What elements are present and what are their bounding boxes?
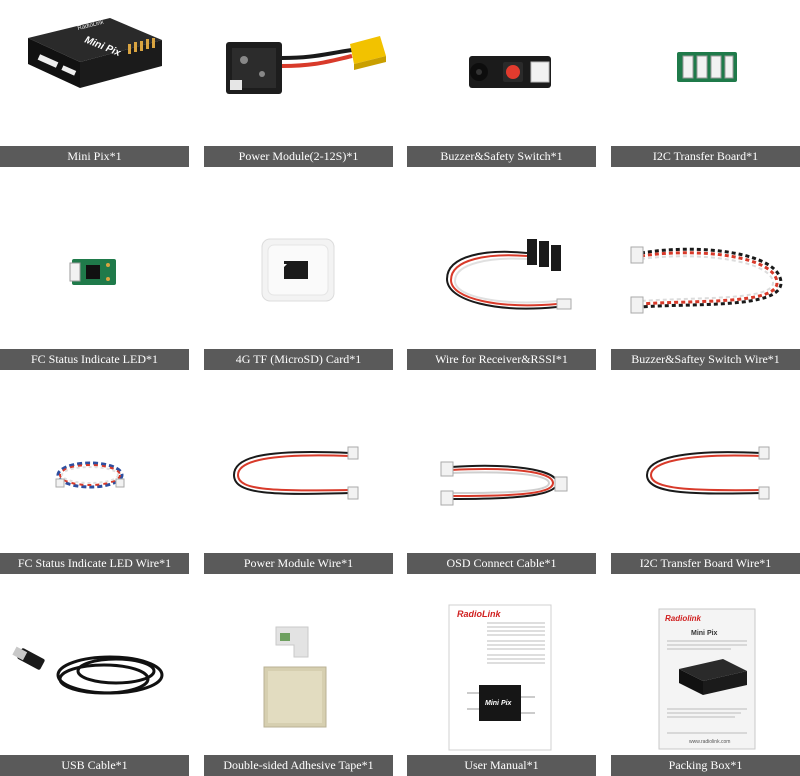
box-brand-text: Radiolink: [665, 614, 702, 623]
item-label: USB Cable*1: [0, 755, 189, 776]
user-manual-photo: RadioLink Mini Pix: [407, 601, 596, 754]
i2c-transfer-board-wire-photo: [611, 407, 800, 552]
adhesive-tape-image: [263, 626, 327, 728]
item-label: I2C Transfer Board Wire*1: [611, 553, 800, 574]
fc-status-led-photo: [0, 203, 189, 348]
i2c-transfer-board-photo: [611, 0, 800, 145]
item-label: FC Status Indicate LED*1: [0, 349, 189, 370]
fc-status-led-wire-image: [55, 461, 125, 489]
buzzer-safety-switch-image: [469, 56, 551, 88]
manual-board-text: Mini Pix: [485, 700, 513, 707]
power-module-photo: [204, 0, 393, 145]
osd-connect-cable-photo: [407, 407, 596, 552]
box-title-text: Mini Pix: [691, 630, 718, 637]
receiver-rssi-wire-photo: [407, 203, 596, 348]
tf-card-photo: [204, 203, 393, 348]
fc-status-led-wire-photo: [0, 407, 189, 552]
usb-cable-image: [12, 646, 164, 695]
i2c-transfer-board-image: [677, 52, 737, 82]
adhesive-tape-photo: [204, 601, 393, 754]
buzzer-safety-switch-photo: [407, 0, 596, 145]
usb-cable-photo: [0, 601, 189, 754]
buzzer-safety-switch-wire-photo: [611, 203, 800, 348]
i2c-transfer-board-wire-image: [645, 446, 770, 500]
box-footer-text: www.radiolink.com: [689, 739, 730, 745]
power-module-image: [226, 36, 386, 94]
packing-box-photo: Radiolink Mini Pix www.radiolink.com: [611, 601, 800, 754]
item-label: 4G TF (MicroSD) Card*1: [204, 349, 393, 370]
item-label: Packing Box*1: [611, 755, 800, 776]
item-label: Double-sided Adhesive Tape*1: [204, 755, 393, 776]
mini-pix-photo: RadioLink Mini Pix: [0, 0, 189, 145]
item-label: Mini Pix*1: [0, 146, 189, 167]
item-label: Wire for Receiver&RSSI*1: [407, 349, 596, 370]
manual-brand-text: RadioLink: [457, 609, 501, 619]
buzzer-safety-switch-wire-image: [630, 246, 783, 314]
osd-connect-cable-image: [440, 461, 568, 506]
item-label: I2C Transfer Board*1: [611, 146, 800, 167]
item-label: Buzzer&Saftey Switch Wire*1: [611, 349, 800, 370]
tf-card-image: [261, 238, 335, 302]
item-label: Power Module(2-12S)*1: [204, 146, 393, 167]
item-label: Power Module Wire*1: [204, 553, 393, 574]
fc-status-led-image: [69, 259, 116, 285]
receiver-rssi-wire-image: [445, 239, 572, 310]
mini-pix-flight-controller-image: RadioLink Mini Pix: [28, 18, 162, 88]
power-module-wire-photo: [204, 407, 393, 552]
power-module-wire-image: [232, 446, 359, 500]
item-label: OSD Connect Cable*1: [407, 553, 596, 574]
item-label: User Manual*1: [407, 755, 596, 776]
item-label: FC Status Indicate LED Wire*1: [0, 553, 189, 574]
packing-box-image: Radiolink Mini Pix www.radiolink.com: [658, 608, 756, 750]
item-label: Buzzer&Safety Switch*1: [407, 146, 596, 167]
user-manual-image: RadioLink Mini Pix: [448, 604, 552, 751]
